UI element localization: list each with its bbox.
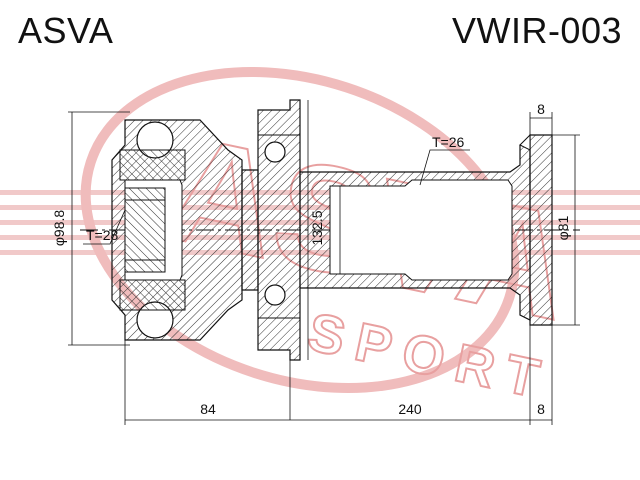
bolt-hole-bottom [264,284,286,306]
dim-top-flange: 8 [537,101,545,117]
dim-inner-thickness: T=28 [86,227,119,243]
dim-wall-thickness: T=26 [432,134,465,150]
dim-bottom-flange: 8 [537,401,545,417]
brand-label: ASVA [18,10,114,51]
watermark-oval [80,66,520,394]
dim-outer-diameter: φ98.8 [51,210,67,247]
bolt-hole-top [264,141,286,163]
dim-tube-diameter: φ81 [555,215,571,240]
outer-housing [111,119,243,341]
dimension-lines [68,100,580,425]
housing-neck [241,169,259,291]
shaft-tube [299,139,531,321]
dim-length-shaft: 240 [398,401,422,417]
mounting-flange [257,99,301,420]
dim-length-housing: 84 [200,401,216,417]
part-number: VWIR-003 [451,10,622,51]
dim-flange-diameter: 132.5 [309,210,325,245]
